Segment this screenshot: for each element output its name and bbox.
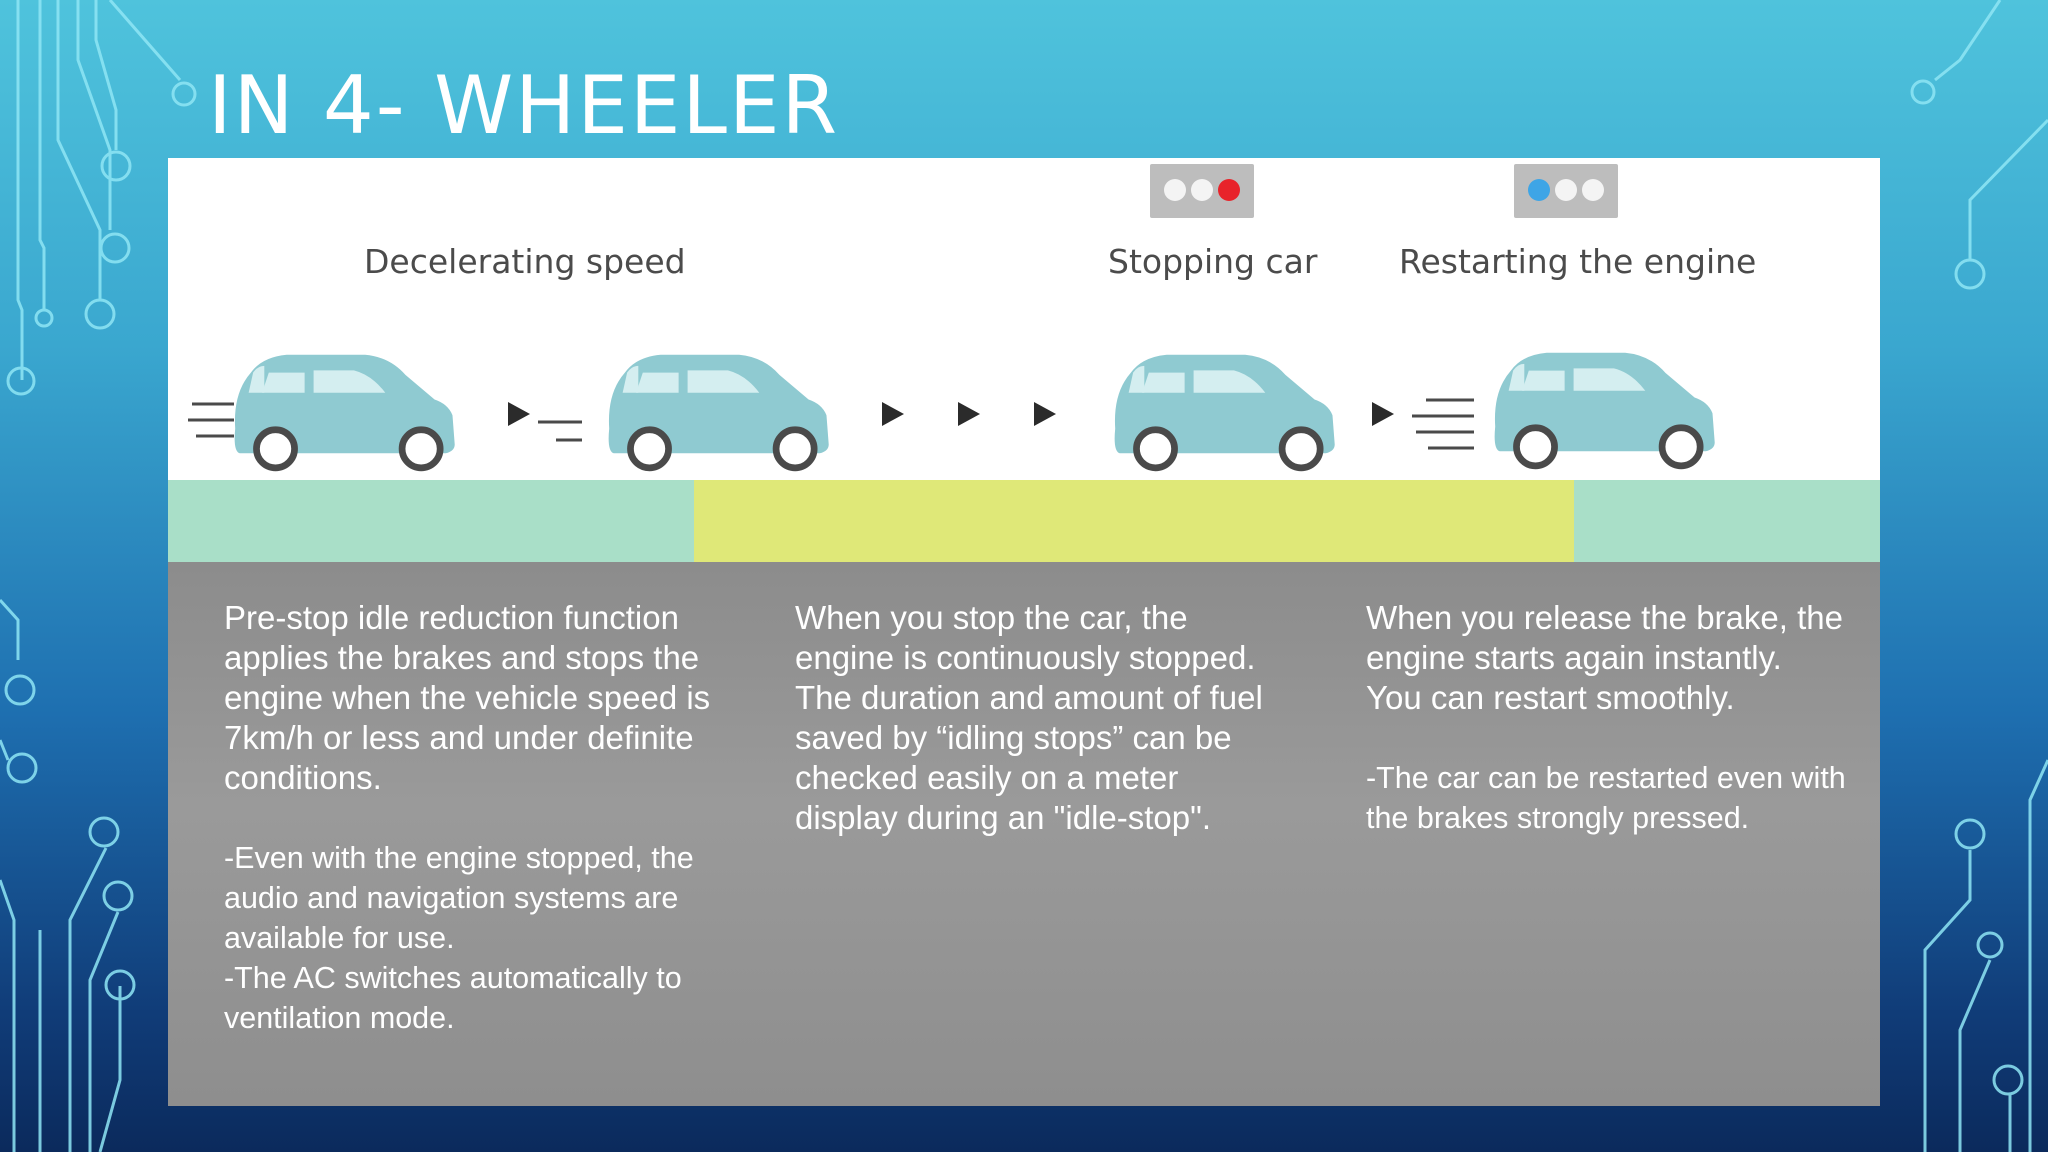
signal-lamp — [1582, 179, 1604, 201]
car-icon — [1495, 353, 1715, 466]
signal-lamp — [1164, 179, 1186, 201]
decelerating-band — [168, 480, 694, 568]
description-main: When you release the brake, the engine s… — [1366, 599, 1843, 716]
slide-title: IN 4- WHEELER — [208, 59, 840, 152]
description-restarting: When you release the brake, the engine s… — [1366, 598, 1846, 838]
restart-signal-icon — [1514, 164, 1618, 218]
description-panel: Pre-stop idle reduction function applies… — [168, 562, 1880, 1106]
stage-label-stopping: Stopping car — [1108, 242, 1318, 281]
restart-band — [1574, 480, 1880, 568]
description-note: -The AC switches automatically to ventil… — [224, 961, 682, 1035]
description-note: -The car can be restarted even with the … — [1366, 761, 1846, 835]
stopped-band — [694, 480, 1574, 568]
description-main: When you stop the car, the engine is con… — [795, 599, 1263, 836]
arrow-icon — [508, 402, 1394, 426]
car-icon — [235, 355, 455, 468]
description-decelerating: Pre-stop idle reduction function applies… — [224, 598, 724, 1038]
signal-lamp — [1191, 179, 1213, 201]
speed-lines-icon — [188, 398, 1474, 450]
signal-lamp-blue — [1528, 179, 1550, 201]
stage-label-restarting: Restarting the engine — [1399, 242, 1757, 281]
stage-label-decelerating: Decelerating speed — [364, 242, 686, 281]
car-icon — [609, 355, 829, 468]
signal-lamp — [1555, 179, 1577, 201]
car-icon — [1115, 355, 1335, 468]
signal-lamp-red — [1218, 179, 1240, 201]
description-main: Pre-stop idle reduction function applies… — [224, 599, 711, 796]
stop-signal-icon — [1150, 164, 1254, 218]
car-sequence — [188, 158, 1880, 568]
description-note: -Even with the engine stopped, the audio… — [224, 841, 694, 955]
description-stopping: When you stop the car, the engine is con… — [795, 598, 1285, 838]
idle-stop-diagram: Decelerating speed Stopping car Restarti… — [168, 158, 1880, 1106]
